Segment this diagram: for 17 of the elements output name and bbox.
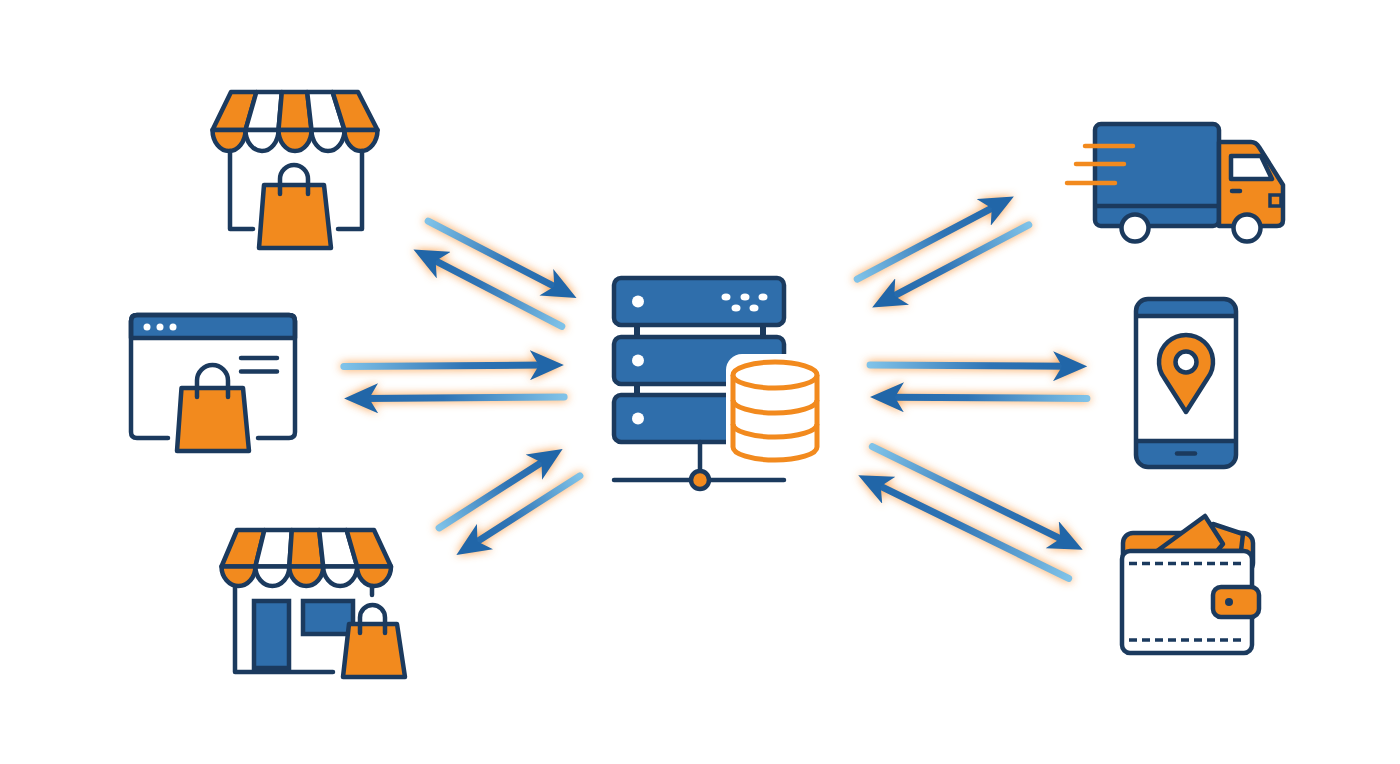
- arrow: [340, 350, 564, 381]
- arrow: [424, 217, 577, 298]
- arrow: [435, 448, 563, 532]
- storefront-icon: [210, 89, 380, 251]
- storefront-icon: [219, 527, 409, 682]
- arrow: [344, 383, 568, 414]
- arrow: [456, 472, 584, 555]
- smartphone-location-icon: [1133, 296, 1239, 470]
- arrow: [872, 221, 1033, 308]
- browser-shopping-bag-icon: [128, 312, 298, 455]
- delivery-truck-icon: [1062, 120, 1287, 246]
- arrow: [866, 351, 1088, 382]
- arrow: [413, 249, 566, 330]
- arrow: [853, 196, 1014, 283]
- arrow: [869, 382, 1091, 413]
- arrow: [858, 475, 1073, 582]
- arrow: [868, 443, 1083, 550]
